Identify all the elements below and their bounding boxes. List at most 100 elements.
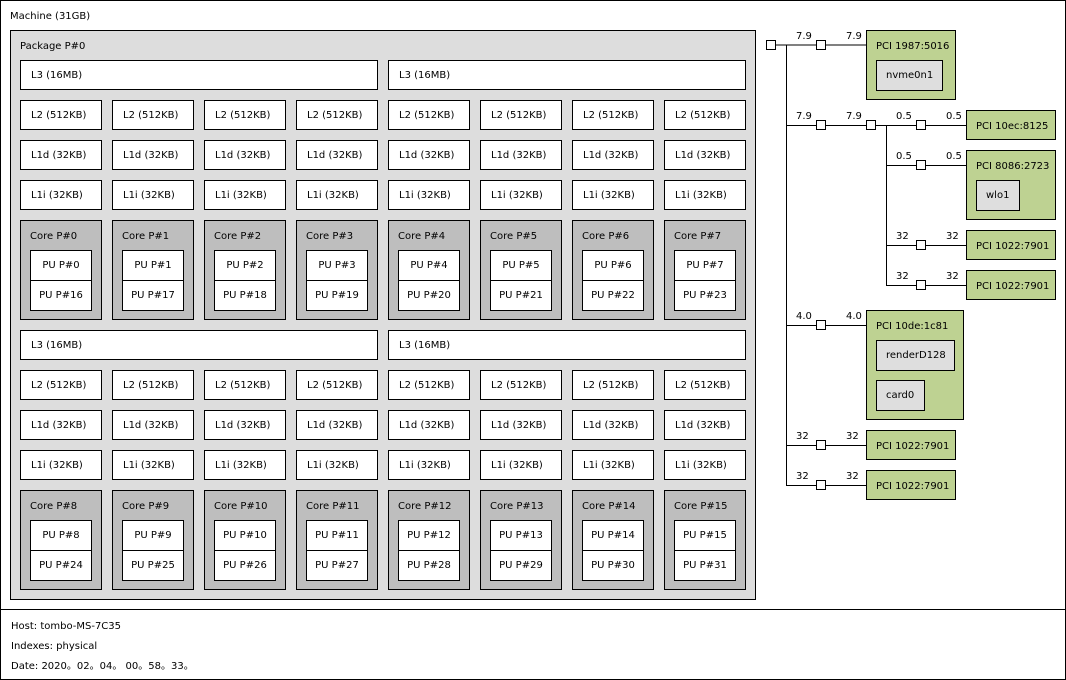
- l1i-cache: L1i (32KB): [112, 180, 194, 210]
- sata1-link-node: [916, 240, 926, 250]
- l2-cache: L2 (512KB): [112, 370, 194, 400]
- gpu-link-node: [816, 320, 826, 330]
- legend-date: Date: 2020。02。04。 00。58。33。: [11, 661, 194, 672]
- l1d-cache: L1d (32KB): [204, 410, 286, 440]
- l2-cache: L2 (512KB): [572, 100, 654, 130]
- l2-cache: L2 (512KB): [388, 100, 470, 130]
- sata1-speed-right: 32: [946, 231, 959, 242]
- osdev-wlo1: wlo1: [976, 180, 1020, 211]
- l1i-cache: L1i (32KB): [204, 180, 286, 210]
- l1d-cache: L1d (32KB): [388, 410, 470, 440]
- pci-sata3-label: PCI 1022:7901: [876, 441, 950, 452]
- sata4-speed-left: 32: [796, 471, 809, 482]
- nvme-link-node: [816, 40, 826, 50]
- pu-box: PU P#8: [30, 520, 92, 551]
- l3-cache: L3 (16MB): [20, 60, 378, 90]
- pci-sata4-label: PCI 1022:7901: [876, 481, 950, 492]
- l2-cache: L2 (512KB): [204, 370, 286, 400]
- core-label: Core P#13: [490, 501, 544, 512]
- l1i-cache: L1i (32KB): [296, 450, 378, 480]
- pu-box: PU P#26: [214, 550, 276, 581]
- l1d-cache: L1d (32KB): [20, 140, 102, 170]
- l1i-cache: L1i (32KB): [388, 180, 470, 210]
- core-label: Core P#5: [490, 231, 538, 242]
- core-label: Core P#3: [306, 231, 354, 242]
- pu-box: PU P#23: [674, 280, 736, 311]
- pu-box: PU P#28: [398, 550, 460, 581]
- pci-sata1-label: PCI 1022:7901: [976, 241, 1050, 252]
- pci-gpu-label: PCI 10de:1c81: [876, 321, 949, 332]
- pu-box: PU P#7: [674, 250, 736, 281]
- l1d-cache: L1d (32KB): [20, 410, 102, 440]
- pu-box: PU P#12: [398, 520, 460, 551]
- sata3-speed-right: 32: [846, 431, 859, 442]
- ethernet-link-node: [916, 120, 926, 130]
- wifi-link-node: [916, 160, 926, 170]
- pci-gpu-box: PCI 10de:1c81 renderD128 card0: [866, 310, 964, 420]
- sata4-link-node: [816, 480, 826, 490]
- pu-box: PU P#11: [306, 520, 368, 551]
- pci-wifi-label: PCI 8086:2723: [976, 161, 1050, 172]
- l3-cache: L3 (16MB): [388, 60, 746, 90]
- l1i-cache: L1i (32KB): [572, 180, 654, 210]
- l2-cache: L2 (512KB): [20, 370, 102, 400]
- legend-host: Host: tombo-MS-7C35: [11, 621, 122, 632]
- nvme-speed-left: 7.9: [796, 31, 812, 42]
- l1d-cache: L1d (32KB): [664, 410, 746, 440]
- pci-sata4-box: PCI 1022:7901: [866, 470, 956, 500]
- sata4-speed-right: 32: [846, 471, 859, 482]
- pu-box: PU P#6: [582, 250, 644, 281]
- pu-box: PU P#21: [490, 280, 552, 311]
- l1i-cache: L1i (32KB): [296, 180, 378, 210]
- bridge-speed-left: 7.9: [796, 111, 812, 122]
- pu-box: PU P#22: [582, 280, 644, 311]
- core-label: Core P#6: [582, 231, 630, 242]
- l1i-cache: L1i (32KB): [480, 180, 562, 210]
- pu-box: PU P#31: [674, 550, 736, 581]
- l1d-cache: L1d (32KB): [480, 140, 562, 170]
- l1i-cache: L1i (32KB): [388, 450, 470, 480]
- gpu-speed-right: 4.0: [846, 311, 862, 322]
- pci-nvme-label: PCI 1987:5016: [876, 41, 950, 52]
- l2-cache: L2 (512KB): [204, 100, 286, 130]
- pu-box: PU P#17: [122, 280, 184, 311]
- l2-cache: L2 (512KB): [112, 100, 194, 130]
- l1d-cache: L1d (32KB): [572, 140, 654, 170]
- pu-box: PU P#5: [490, 250, 552, 281]
- pu-box: PU P#30: [582, 550, 644, 581]
- l2-cache: L2 (512KB): [388, 370, 470, 400]
- core-label: Core P#0: [30, 231, 78, 242]
- l3-cache: L3 (16MB): [20, 330, 378, 360]
- core-label: Core P#4: [398, 231, 446, 242]
- l1i-cache: L1i (32KB): [20, 180, 102, 210]
- pu-box: PU P#19: [306, 280, 368, 311]
- pu-box: PU P#24: [30, 550, 92, 581]
- pu-box: PU P#20: [398, 280, 460, 311]
- bridge-speed-right: 7.9: [846, 111, 862, 122]
- l2-cache: L2 (512KB): [296, 100, 378, 130]
- core-label: Core P#2: [214, 231, 262, 242]
- pu-box: PU P#25: [122, 550, 184, 581]
- l2-cache: L2 (512KB): [572, 370, 654, 400]
- l1d-cache: L1d (32KB): [112, 410, 194, 440]
- wifi-speed-left: 0.5: [896, 151, 912, 162]
- pci-wifi-box: PCI 8086:2723 wlo1: [966, 150, 1056, 220]
- pci-sata3-box: PCI 1022:7901: [866, 430, 956, 460]
- sata1-speed-left: 32: [896, 231, 909, 242]
- sata3-speed-left: 32: [796, 431, 809, 442]
- pci-ethernet-box: PCI 10ec:8125: [966, 110, 1056, 140]
- legend-indexes: Indexes: physical: [11, 641, 98, 652]
- core-label: Core P#8: [30, 501, 78, 512]
- pci-sata1-box: PCI 1022:7901: [966, 230, 1056, 260]
